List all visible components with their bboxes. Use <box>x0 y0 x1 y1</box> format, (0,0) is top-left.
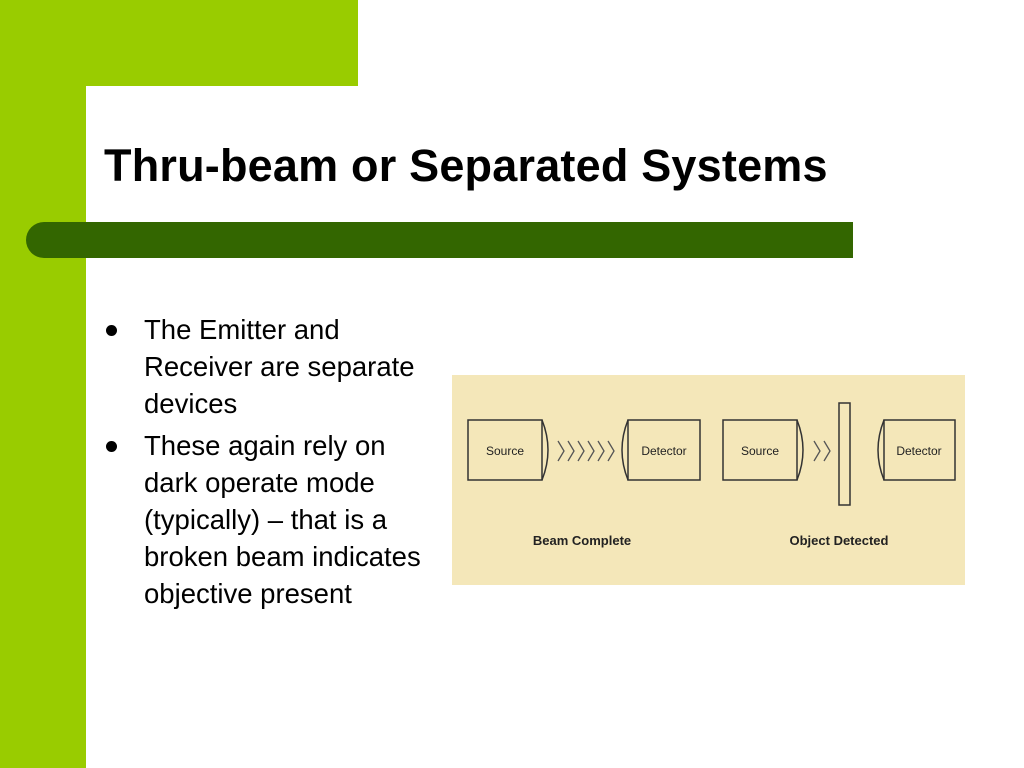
bullet-text: The Emitter and Receiver are separate de… <box>144 314 415 419</box>
detector-box <box>627 419 701 481</box>
beam-arrows-icon <box>557 440 615 462</box>
beam-complete-panel: Source Detector Beam Complete <box>467 419 701 548</box>
detector-box <box>883 419 956 481</box>
detector-label: Detector <box>641 444 686 458</box>
diagram-svg: Source Detector Beam Complete Source <box>467 402 956 548</box>
source-label: Source <box>486 444 524 458</box>
detector-label: Detector <box>896 444 941 458</box>
thru-beam-diagram: Source Detector Beam Complete Source <box>452 375 965 585</box>
detector-lens-icon <box>621 419 629 481</box>
source-box <box>467 419 543 481</box>
source-lens-icon <box>541 419 549 481</box>
bullet-item: The Emitter and Receiver are separate de… <box>104 311 434 422</box>
bullet-list: The Emitter and Receiver are separate de… <box>104 311 434 617</box>
title-underline-bar <box>26 222 853 258</box>
source-lens-icon <box>796 419 804 481</box>
source-box <box>722 419 798 481</box>
background-green-left <box>0 0 86 768</box>
bullet-text: These again rely on dark operate mode (t… <box>144 430 421 609</box>
source-label: Source <box>741 444 779 458</box>
bullet-dot-icon <box>106 441 117 452</box>
blocking-object <box>838 402 851 506</box>
bullet-dot-icon <box>106 325 117 336</box>
bullet-item: These again rely on dark operate mode (t… <box>104 427 434 612</box>
background-green-top <box>0 0 358 86</box>
panel-caption: Beam Complete <box>533 533 631 548</box>
panel-caption: Object Detected <box>790 533 889 548</box>
beam-arrows-icon <box>813 440 831 462</box>
object-detected-panel: Source Detector Object Detected <box>722 402 956 548</box>
detector-lens-icon <box>877 419 885 481</box>
slide-title: Thru-beam or Separated Systems <box>104 140 828 191</box>
